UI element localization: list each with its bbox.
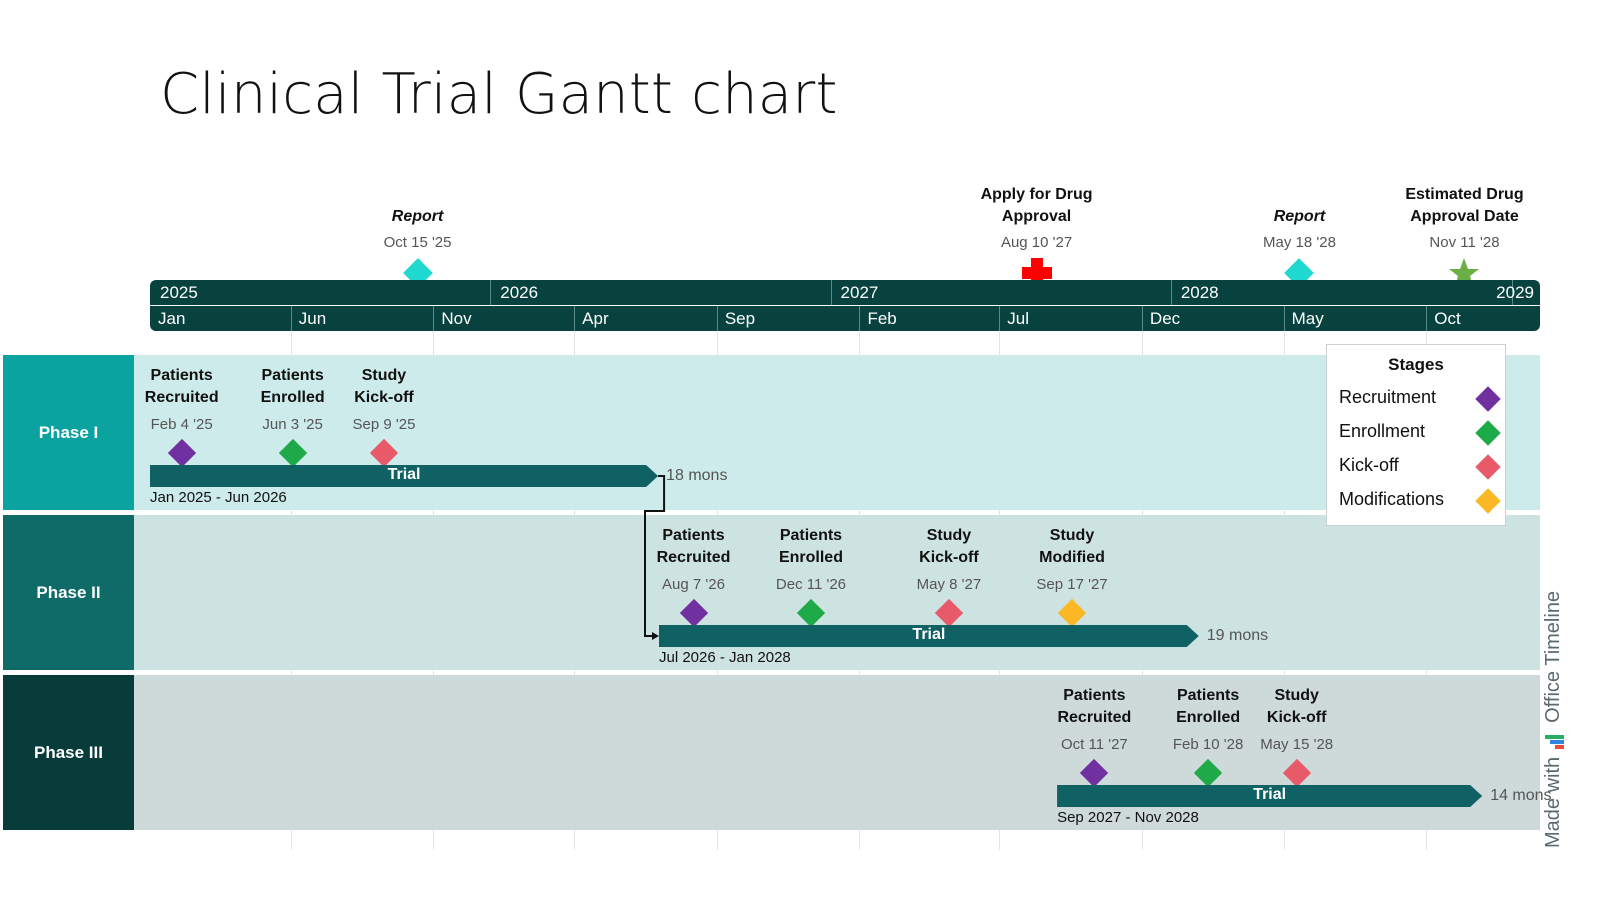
legend-swatch-modifications	[1475, 488, 1501, 514]
month-separator	[1283, 306, 1285, 331]
task-duration: 19 mons	[1206, 627, 1269, 644]
chart-title: Clinical Trial Gantt chart	[160, 62, 838, 127]
month-separator	[574, 306, 576, 331]
month-label: Jul	[1007, 309, 1030, 328]
month-label: Sep	[724, 309, 756, 328]
task-label: Trial	[912, 626, 946, 643]
month-separator	[859, 306, 861, 331]
year-row: 2025 2026 2027 2028 2029	[150, 280, 1540, 305]
office-timeline-logo-icon	[1544, 731, 1564, 749]
year-label: 2029	[1496, 283, 1534, 302]
month-separator	[1426, 306, 1428, 331]
year-separator	[490, 280, 492, 305]
watermark: Made with Office Timeline	[1542, 591, 1565, 848]
month-separator	[433, 306, 435, 331]
star-milestone-icon	[1449, 258, 1480, 287]
month-label: Feb	[867, 309, 897, 328]
month-separator	[716, 306, 718, 331]
legend-item-label: Recruitment	[1339, 387, 1437, 407]
task-duration: 18 mons	[666, 467, 728, 484]
legend-swatch-enrollment	[1475, 420, 1501, 446]
milestone-date: May 15 '28	[1260, 736, 1334, 753]
watermark-made-with: Made with	[1542, 756, 1564, 848]
legend-swatch-recruitment	[1475, 386, 1501, 412]
month-label: Jan	[158, 309, 186, 328]
month-row: Jan Jun Nov Apr Sep Feb Jul Dec May Oct	[150, 306, 1540, 331]
task-bar: Trial	[1057, 785, 1482, 807]
task-date-range: Sep 2027 - Nov 2028	[1057, 809, 1199, 826]
milestone-date: Feb 10 '28	[1172, 736, 1244, 753]
phase-label: Phase II	[3, 515, 134, 670]
milestone-date: Sep 9 '25	[352, 416, 416, 433]
top-milestone-date: Aug 10 '27	[1000, 234, 1073, 251]
month-separator	[290, 306, 292, 331]
month-label: Apr	[582, 309, 609, 328]
phase-label: Phase III	[3, 675, 134, 830]
legend-swatch-kickoff	[1475, 454, 1501, 480]
year-separator	[830, 280, 832, 305]
year-separator	[1170, 280, 1172, 305]
task-date-range: Jan 2025 - Jun 2026	[150, 489, 287, 506]
task-bar: Trial	[150, 465, 658, 487]
month-separator	[1141, 306, 1143, 331]
watermark-brand: Office Timeline	[1542, 590, 1564, 723]
top-milestone-date: Oct 15 '25	[383, 234, 452, 251]
phase-label: Phase I	[3, 355, 134, 510]
task-bar: Trial	[659, 625, 1199, 647]
legend-item-label: Enrollment	[1339, 421, 1426, 441]
top-milestone-date: Nov 11 '28	[1429, 234, 1500, 251]
year-label: 2028	[1180, 283, 1219, 302]
top-milestone-date: May 18 '28	[1263, 234, 1336, 251]
milestone-date: Aug 7 '26	[662, 576, 725, 593]
legend-item-label: Kick-off	[1339, 455, 1399, 475]
month-label: Dec	[1149, 309, 1181, 328]
year-separator	[1512, 280, 1514, 305]
milestone-date: Jun 3 '25	[262, 416, 323, 433]
milestone-date: Sep 17 '27	[1036, 576, 1108, 593]
year-label: 2027	[840, 283, 879, 302]
year-label: 2025	[160, 283, 198, 302]
legend-title: Stages	[1388, 355, 1444, 374]
top-milestone-title: Report	[391, 208, 444, 225]
month-label: Nov	[441, 309, 472, 328]
task-label: Trial	[1253, 786, 1287, 803]
top-milestone-title: Report	[1273, 208, 1326, 225]
task-duration: 14 mons	[1490, 787, 1552, 804]
milestone-date: Oct 11 '27	[1060, 736, 1128, 753]
month-label: May	[1291, 309, 1324, 328]
month-label: Oct	[1434, 309, 1461, 328]
task-label: Trial	[387, 466, 421, 483]
month-label: Jun	[298, 309, 327, 328]
month-separator	[999, 306, 1001, 331]
legend-item-label: Modifications	[1339, 489, 1445, 509]
milestone-date: May 8 '27	[916, 576, 982, 593]
milestone-date: Dec 11 '26	[775, 576, 847, 593]
task-date-range: Jul 2026 - Jan 2028	[659, 649, 791, 666]
milestone-date: Feb 4 '25	[150, 416, 213, 433]
year-label: 2026	[500, 283, 539, 302]
